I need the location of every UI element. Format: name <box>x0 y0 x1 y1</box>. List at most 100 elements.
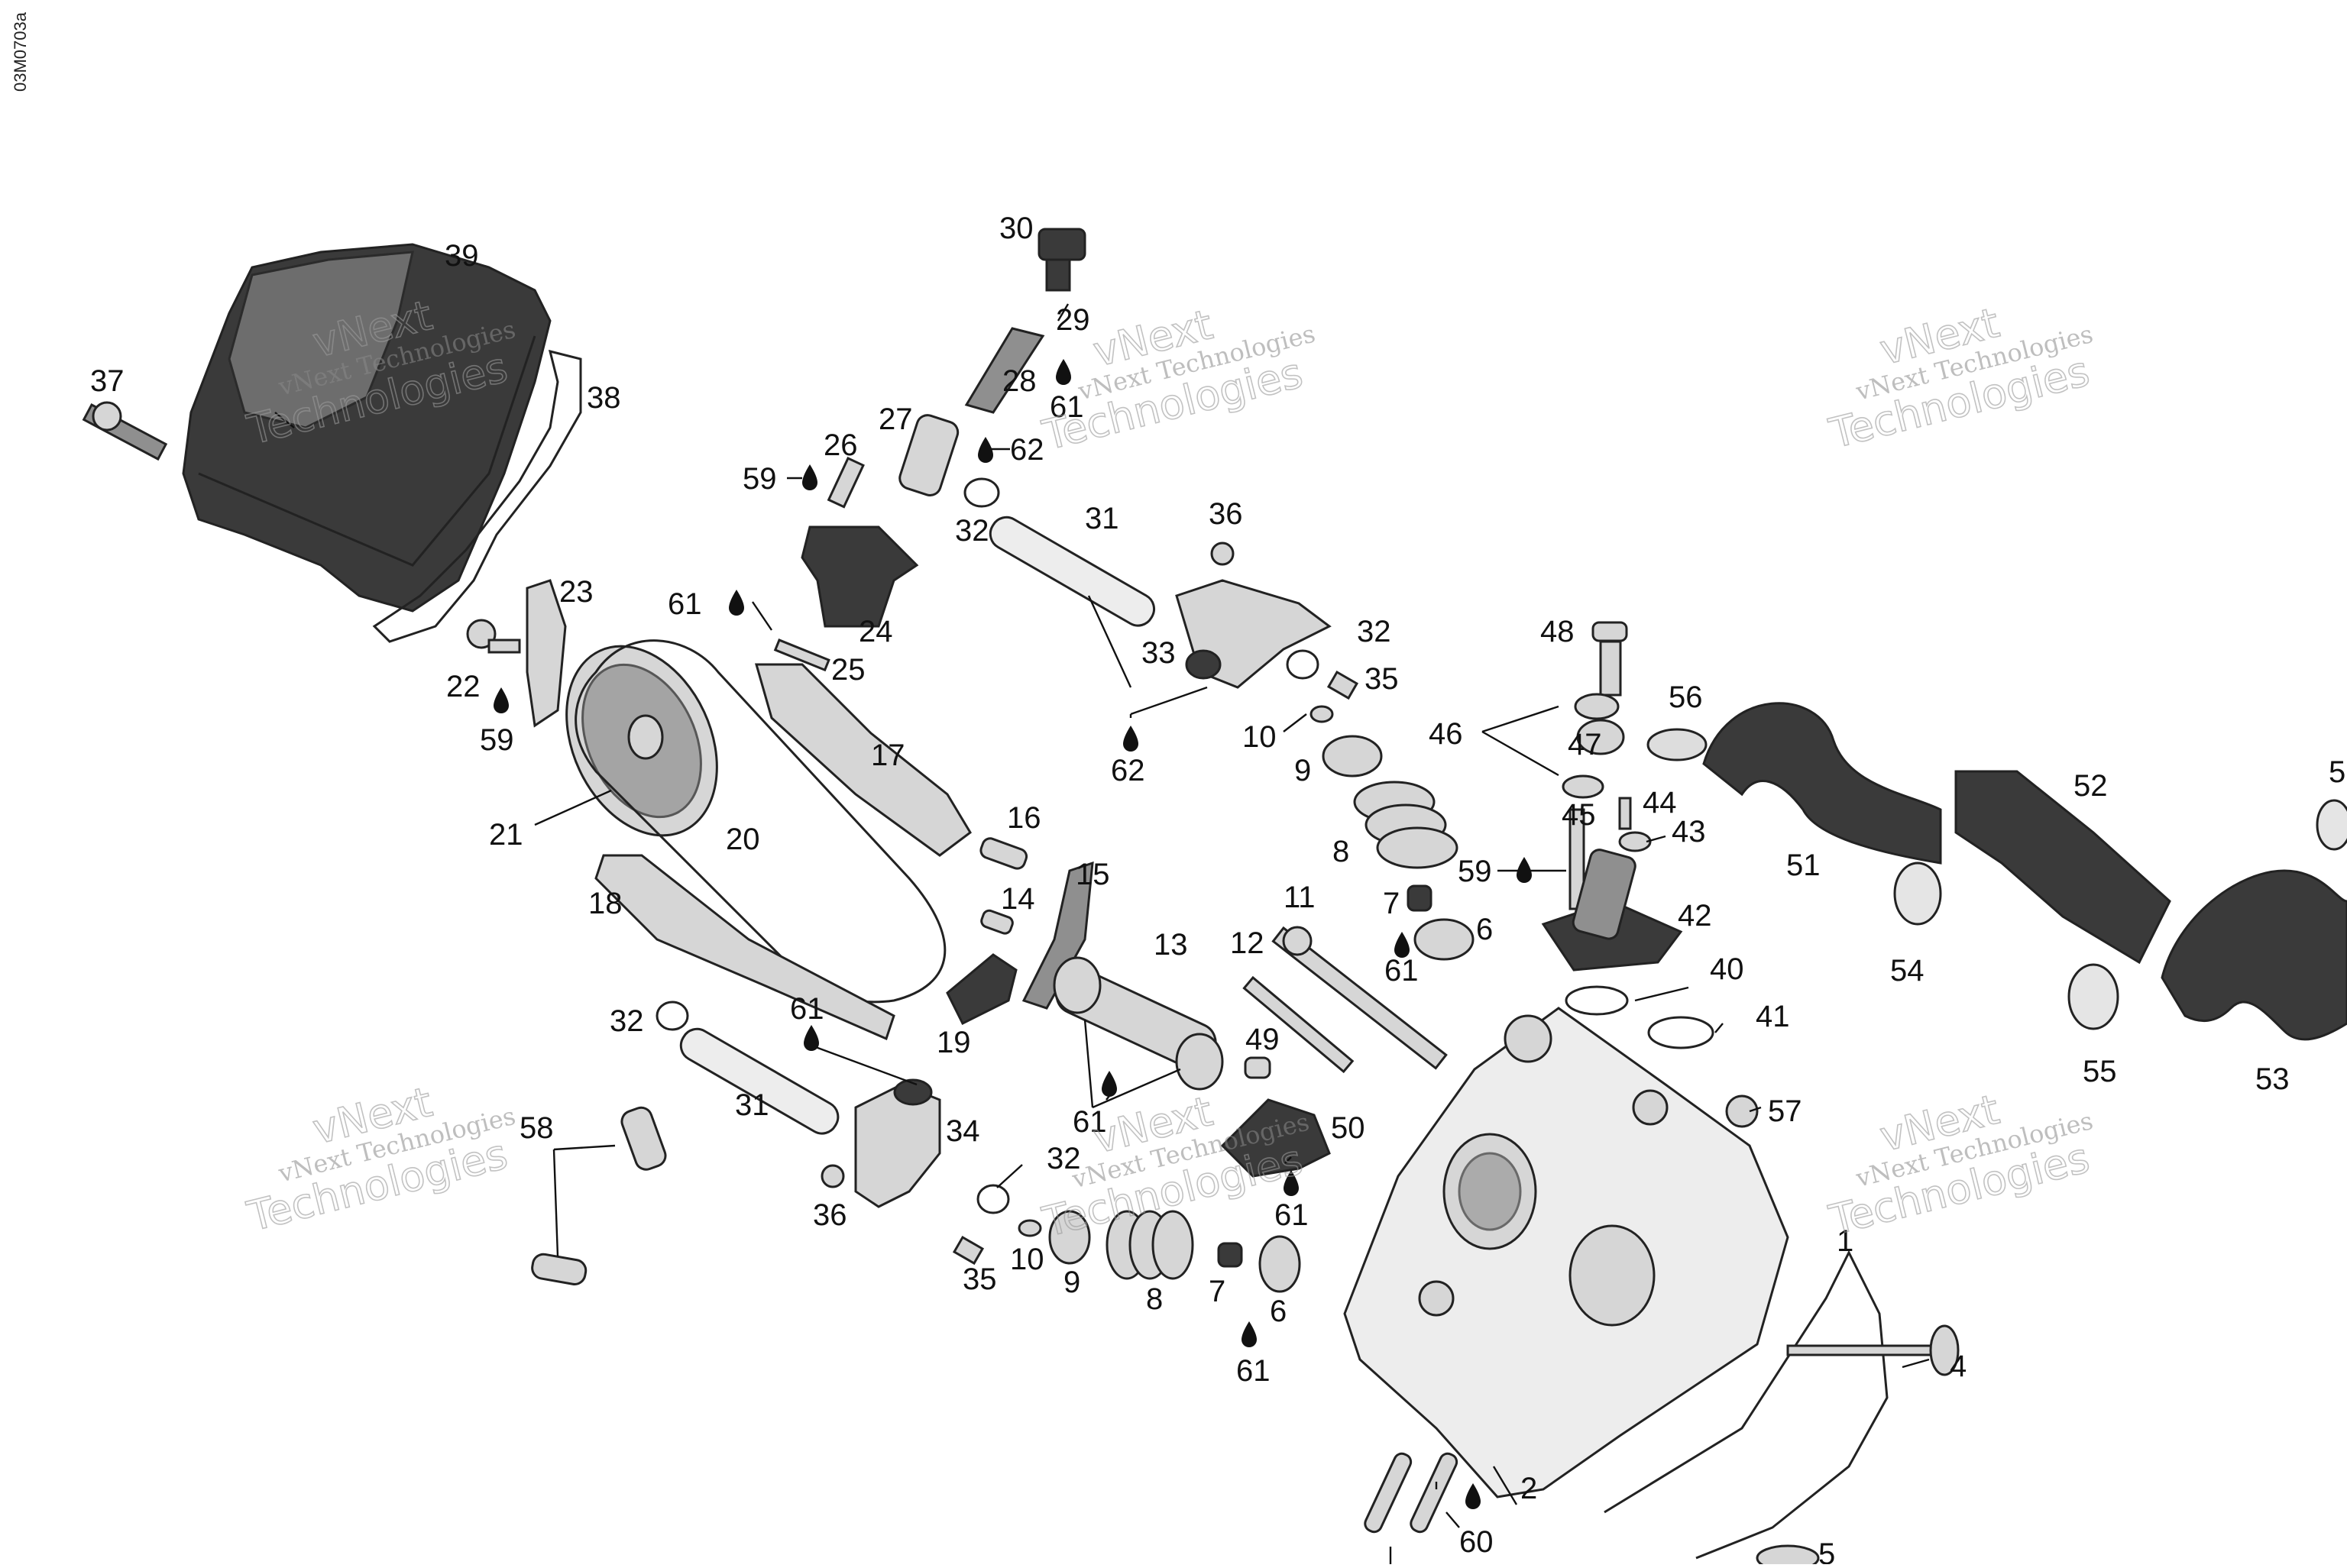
callout-24: 24 <box>859 615 893 648</box>
spring-8b <box>1106 1210 1194 1280</box>
callout-37: 37 <box>90 364 125 398</box>
banjo-bolt-48 <box>1591 621 1628 697</box>
callout-26: 26 <box>824 428 858 462</box>
hose-51 <box>1702 702 1942 865</box>
watermark-3: vNext vNext Technologies Technologies <box>1824 298 2096 458</box>
callout-38: 38 <box>587 381 621 415</box>
camshaft <box>1053 956 1224 1091</box>
o-ring-32d <box>976 1184 1010 1214</box>
callout-59-b: 59 <box>480 723 514 757</box>
callout-6-b: 6 <box>1270 1295 1287 1328</box>
rocker-shaft-lower <box>679 1027 840 1135</box>
oil-drop-icon <box>729 590 744 616</box>
callout-28: 28 <box>1002 364 1037 398</box>
callout-59-c: 59 <box>1458 855 1492 888</box>
callout-58: 58 <box>520 1111 554 1145</box>
callout-57: 57 <box>1768 1094 1802 1128</box>
cylinder-head <box>1343 1007 1789 1498</box>
oil-drop-icon <box>1056 359 1071 385</box>
bracket-19 <box>946 953 1018 1026</box>
oil-drop-icon <box>802 464 817 490</box>
pin-14 <box>980 909 1014 935</box>
thermostat-housing <box>1541 849 1683 972</box>
keeper-10b <box>1018 1219 1042 1237</box>
head-gasket <box>1604 1250 1889 1560</box>
cover-gasket <box>372 349 582 643</box>
callout-9-a: 9 <box>1294 754 1311 787</box>
callout-39: 39 <box>445 239 479 273</box>
callout-54: 54 <box>1890 954 1925 988</box>
o-ring-32b <box>1286 649 1319 680</box>
retainer-9b <box>1048 1210 1091 1265</box>
callout-8-a: 8 <box>1332 835 1349 868</box>
dowel-2a <box>1364 1452 1413 1534</box>
washer-46b <box>1562 774 1604 799</box>
dowel-58a <box>620 1106 667 1171</box>
clamp-54 <box>1893 862 1942 926</box>
callout-51: 51 <box>1786 849 1821 882</box>
callout-47: 47 <box>1568 728 1602 761</box>
o-ring-32c <box>656 1001 689 1031</box>
callout-42: 42 <box>1678 899 1712 933</box>
callout-61-d: 61 <box>790 992 824 1026</box>
watermark-4: vNext vNext Technologies Technologies <box>242 1077 519 1241</box>
bolt-11-head <box>1282 926 1313 956</box>
callout-10-b: 10 <box>1010 1243 1044 1276</box>
callout-44: 44 <box>1643 786 1677 820</box>
tensioner-plug <box>1038 228 1086 292</box>
callout-2: 2 <box>1520 1472 1537 1505</box>
parts-illustration <box>82 228 2347 1568</box>
valve-cover <box>182 243 552 613</box>
callout-18: 18 <box>588 887 623 920</box>
callout-55: 55 <box>2083 1055 2117 1088</box>
clamp-5x <box>2316 799 2347 851</box>
bolt-49 <box>1244 1056 1271 1079</box>
callout-61-c: 61 <box>1384 954 1419 988</box>
oil-drop-icon <box>978 437 993 463</box>
bolt-22 <box>466 619 521 654</box>
callout-30: 30 <box>999 212 1034 245</box>
callout-61-g: 61 <box>1236 1354 1271 1388</box>
rocker-shaft-upper <box>989 516 1156 627</box>
oil-drop-icon <box>1102 1071 1117 1097</box>
callout-50: 50 <box>1331 1111 1365 1145</box>
callout-62-a: 62 <box>1010 433 1044 467</box>
washer-6a <box>1413 918 1475 961</box>
dowel-2b <box>1410 1452 1458 1534</box>
cover-bolt <box>82 401 168 461</box>
callout-61-a: 61 <box>1050 390 1084 424</box>
oil-drop-icon <box>1123 726 1138 752</box>
chain-guide-17 <box>755 663 972 857</box>
cam-sprocket <box>565 645 718 837</box>
callout-10-a: 10 <box>1242 720 1277 754</box>
oil-drop-icon <box>1284 1170 1299 1196</box>
callout-32-d: 32 <box>1047 1142 1081 1175</box>
callout-62-b: 62 <box>1111 754 1145 787</box>
o-ring-32a <box>963 477 1000 508</box>
callout-11: 11 <box>1284 881 1316 914</box>
callout-14: 14 <box>1001 882 1035 916</box>
watermark-6: vNext vNext Technologies Technologies <box>1824 1085 2096 1245</box>
tensioner-pin <box>827 457 865 509</box>
washer-43 <box>1618 831 1652 852</box>
callout-35-b: 35 <box>963 1262 997 1296</box>
callout-56: 56 <box>1669 681 1703 714</box>
callout-19: 19 <box>937 1026 971 1059</box>
nut-36b <box>821 1164 845 1188</box>
fitting-47 <box>1576 719 1625 755</box>
plug-57 <box>1725 1094 1759 1128</box>
callout-33: 33 <box>1141 636 1176 670</box>
oil-drop-icon <box>1241 1321 1257 1347</box>
callout-27: 27 <box>879 403 913 436</box>
seal-7a <box>1407 884 1432 912</box>
callout-16: 16 <box>1007 801 1041 835</box>
hose-53 <box>2161 869 2347 1041</box>
callout-5: 5 <box>1818 1537 1835 1564</box>
oil-drop-icon <box>494 687 509 713</box>
sensor-50 <box>1220 1098 1331 1178</box>
callout-59-a: 59 <box>743 462 777 496</box>
callout-20: 20 <box>726 823 760 856</box>
callout-22: 22 <box>446 670 481 703</box>
rocker-arm-lower <box>854 1078 941 1208</box>
